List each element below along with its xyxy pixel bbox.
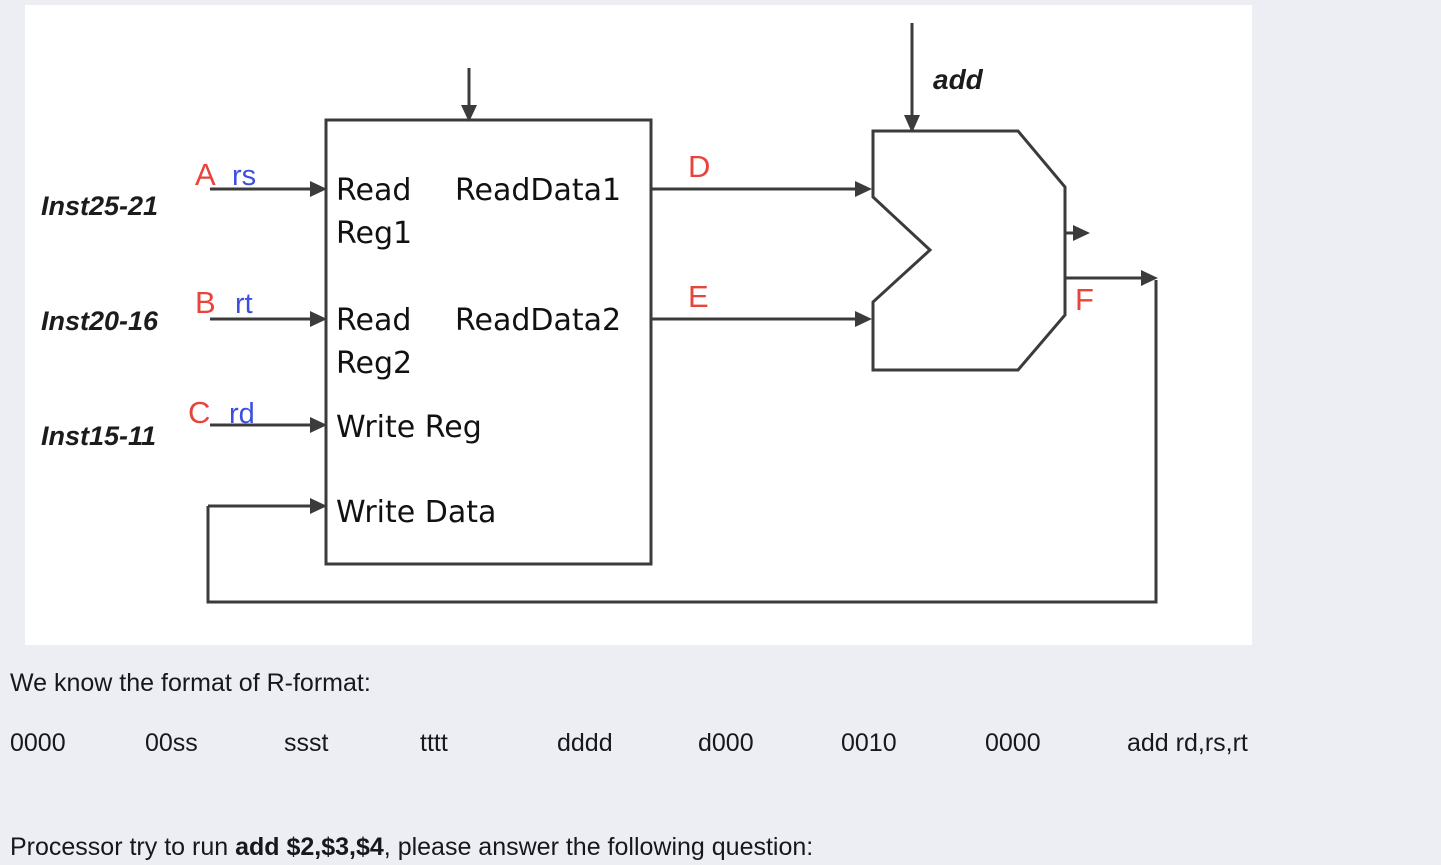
marker-b: B xyxy=(195,285,216,320)
writeback-feedback-path xyxy=(206,280,1158,604)
register-file-box xyxy=(324,118,653,566)
port-read-reg1-line2: Reg1 xyxy=(336,216,412,251)
field-label-rt: rt xyxy=(235,288,253,320)
port-read-reg2-line2: Reg2 xyxy=(336,346,412,381)
bitfield-7: 0000 xyxy=(985,729,1041,757)
field-label-rs: rs xyxy=(232,160,256,192)
port-write-reg: Write Reg xyxy=(336,410,482,445)
datapath-figure-panel: Read Reg1 Read Reg2 Write Reg Write Data… xyxy=(25,5,1252,645)
bitfield-1: 00ss xyxy=(145,729,198,757)
port-write-data: Write Data xyxy=(336,495,496,530)
question-prefix: Processor try to run xyxy=(10,833,236,861)
port-read-data2: ReadData2 xyxy=(455,303,621,338)
bitfield-4: dddd xyxy=(557,729,613,757)
port-read-reg2-line1: Read xyxy=(336,303,411,338)
field-label-rd: rd xyxy=(229,398,255,430)
instruction-mnemonic: add rd,rs,rt xyxy=(1127,729,1248,757)
rformat-intro-line: We know the format of R-format: xyxy=(10,669,371,697)
port-read-reg1-line1: Read xyxy=(336,173,411,208)
bitfield-opcode: 0000 xyxy=(10,729,66,757)
rformat-bitfields-row: 0000 00ss ssst tttt dddd d000 0010 0000 … xyxy=(10,729,1248,758)
label-inst25-21: Inst25-21 xyxy=(41,191,158,221)
bitfield-6: 0010 xyxy=(841,729,897,757)
marker-e: E xyxy=(688,279,709,314)
label-inst15-11: Inst15-11 xyxy=(41,421,156,451)
alu-control-label: add xyxy=(933,64,984,95)
wire-inst25-21 xyxy=(210,181,327,197)
question-suffix: , please answer the following question: xyxy=(383,833,814,861)
wire-readdata1-to-alu xyxy=(651,181,872,197)
clock-input-arrow xyxy=(461,68,477,122)
marker-a: A xyxy=(195,157,216,192)
wire-readdata2-to-alu xyxy=(651,311,872,327)
question-line: Processor try to run add $2,$3,$4, pleas… xyxy=(10,833,813,862)
bitfield-2: ssst xyxy=(284,729,329,757)
marker-c: C xyxy=(188,395,210,430)
alu-output-result-f xyxy=(1065,270,1158,286)
label-inst20-16: Inst20-16 xyxy=(41,306,159,336)
bitfield-3: tttt xyxy=(420,729,448,757)
marker-d: D xyxy=(688,149,710,184)
port-read-data1: ReadData1 xyxy=(455,173,621,208)
wire-inst15-11 xyxy=(210,417,327,433)
marker-f: F xyxy=(1075,282,1094,317)
bitfield-5: d000 xyxy=(698,729,754,757)
alu-output-upper xyxy=(1065,225,1090,241)
wire-inst20-16 xyxy=(210,311,327,327)
alu-shape xyxy=(871,129,1067,372)
question-text-block: We know the format of R-format: 0000 00s… xyxy=(0,645,1441,865)
question-instruction: add $2,$3,$4 xyxy=(235,833,384,861)
alu-control-arrow xyxy=(904,23,920,133)
datapath-diagram: Read Reg1 Read Reg2 Write Reg Write Data… xyxy=(41,23,1158,604)
